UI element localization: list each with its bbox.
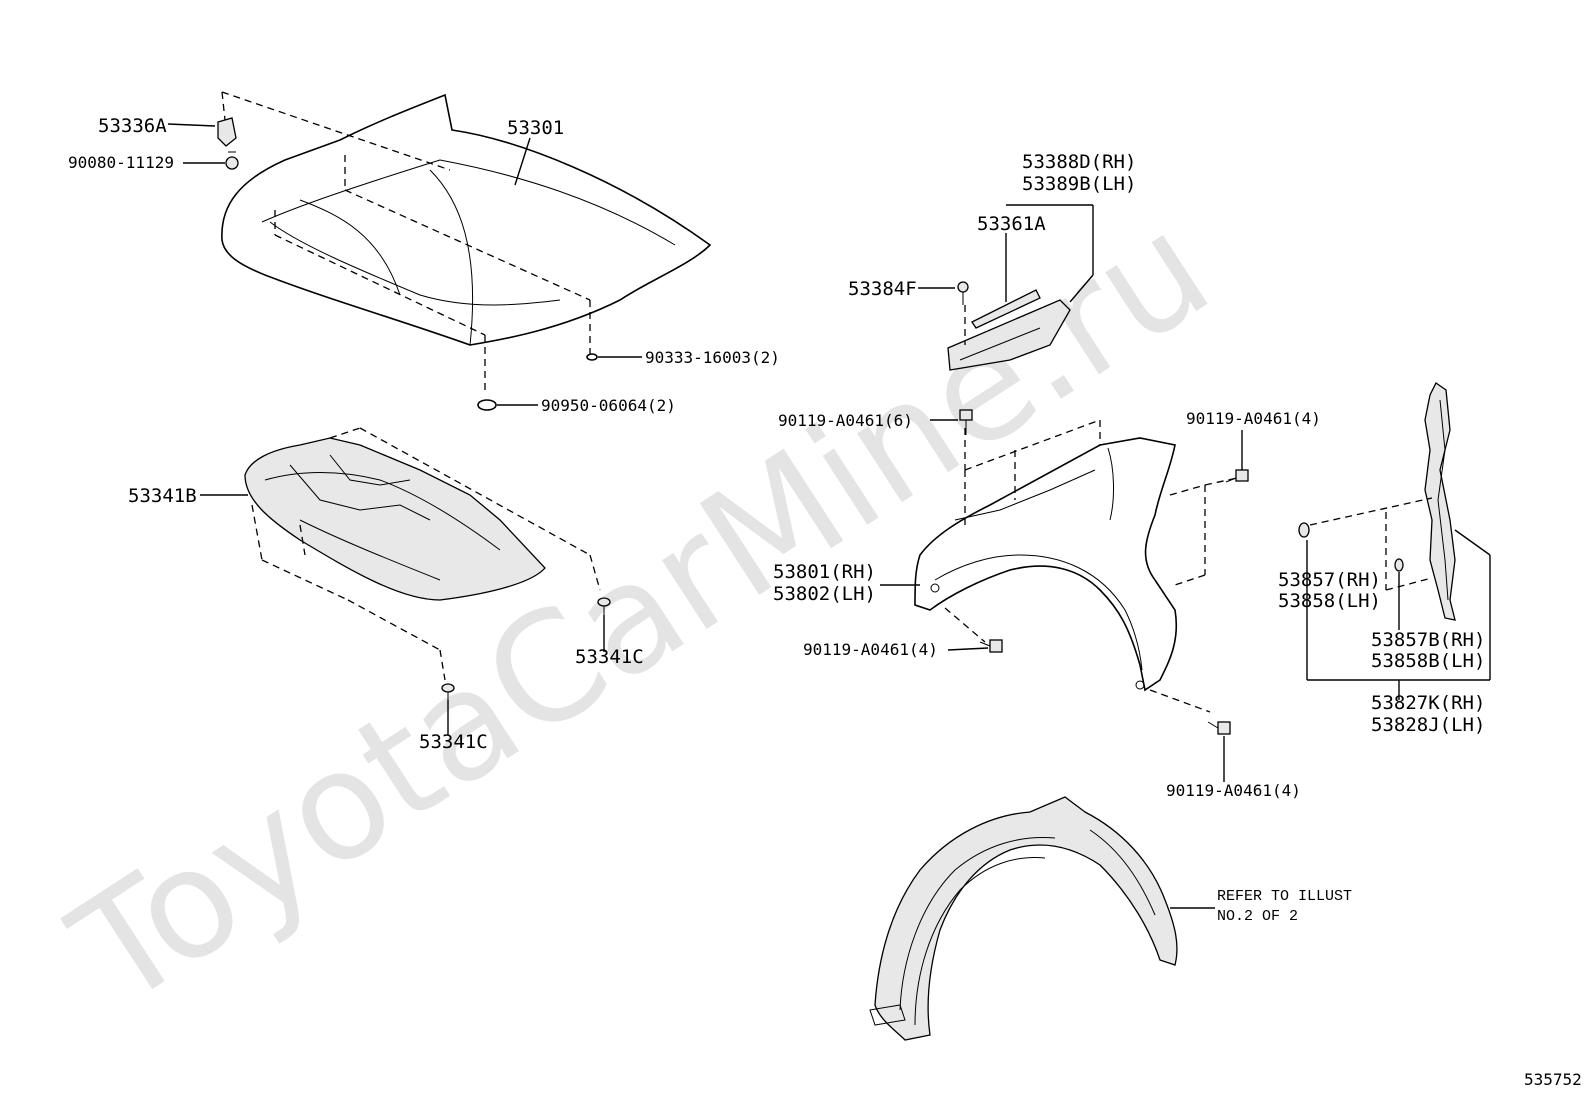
- front-fender-drawing: [914, 437, 1178, 692]
- label-53858: 53858(LH): [1278, 590, 1381, 612]
- bolt-top-drawing: [959, 409, 973, 435]
- label-53388D: 53388D(RH): [1022, 151, 1136, 173]
- label-90119-A0461-low: 90119-A0461(4): [1166, 781, 1301, 800]
- reference-note-line1: REFER TO ILLUST: [1217, 888, 1352, 905]
- label-53857: 53857(RH): [1278, 569, 1381, 591]
- hood-hinge-clip-drawing: [217, 117, 239, 170]
- clip-bottom-drawing: [441, 683, 455, 700]
- label-90119-A0461-right: 90119-A0461(4): [1186, 409, 1321, 428]
- label-53361A: 53361A: [977, 213, 1046, 235]
- label-53828J: 53828J(LH): [1371, 714, 1485, 736]
- hood-panel-drawing: [221, 93, 712, 346]
- label-90119-A0461-mid: 90119-A0461(4): [803, 640, 938, 659]
- label-53341C-bottom: 53341C: [419, 731, 488, 753]
- label-53827K: 53827K(RH): [1371, 692, 1485, 714]
- figure-id: 535752: [1524, 1070, 1582, 1089]
- label-90950-06064: 90950-06064(2): [541, 396, 676, 415]
- label-53801: 53801(RH): [773, 561, 876, 583]
- bolt-low-drawing: [1207, 721, 1231, 735]
- hood-insulator-drawing: [244, 437, 546, 601]
- label-53802: 53802(LH): [773, 583, 876, 605]
- seal-clip-drawing: [1298, 522, 1404, 572]
- label-53341C-right: 53341C: [575, 646, 644, 668]
- label-53389B: 53389B(LH): [1022, 173, 1136, 195]
- side-seal-panel-drawing: [1424, 382, 1456, 621]
- fender-seal-drawing: [947, 281, 1071, 371]
- reference-note-line2: NO.2 OF 2: [1217, 908, 1298, 925]
- label-90080-11129: 90080-11129: [68, 153, 174, 172]
- label-90333-16003: 90333-16003(2): [645, 348, 780, 367]
- fender-liner-drawing: [869, 796, 1178, 1041]
- label-53336A: 53336A: [98, 115, 167, 137]
- bolt-mid-drawing: [979, 639, 1003, 653]
- clip-right-drawing: [597, 597, 611, 615]
- label-53858B: 53858B(LH): [1371, 650, 1485, 672]
- label-53384F: 53384F: [848, 278, 917, 300]
- label-53857B: 53857B(RH): [1371, 629, 1485, 651]
- label-90119-A0461-top: 90119-A0461(6): [778, 411, 913, 430]
- bolt-right-drawing: [1225, 469, 1249, 483]
- label-53301: 53301: [507, 117, 564, 139]
- label-53341B: 53341B: [128, 485, 197, 507]
